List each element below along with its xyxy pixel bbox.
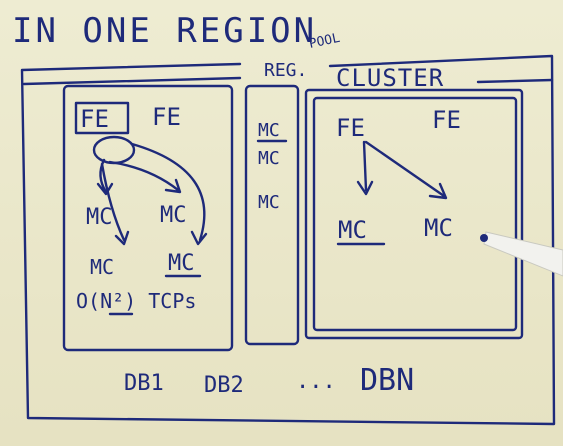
regional-pool-label-sup: POOL — [308, 31, 342, 52]
region-outline — [20, 54, 556, 426]
db-2: DB2 — [204, 373, 244, 398]
pool-mc-3: MC — [258, 192, 280, 213]
arrow-fe-to-mc1 — [96, 158, 114, 196]
arrow-fe-to-mc3 — [100, 162, 130, 246]
arrow-right-fe-to-mc2 — [364, 140, 448, 200]
region-outline-inner-line — [22, 76, 242, 86]
arrow-right-fe-to-mc1 — [356, 140, 374, 196]
regional-pool-box — [244, 84, 300, 346]
marker-pen — [480, 231, 563, 277]
pool-mc-1: MC — [258, 120, 280, 141]
db-ellipsis: ... — [296, 369, 336, 394]
left-cluster-box — [62, 84, 234, 352]
arrow-fe-to-mc2 — [108, 160, 182, 194]
right-fe-1: FE — [336, 114, 365, 142]
regional-pool-label: REG. — [264, 60, 307, 81]
left-mc-2: MC — [160, 203, 187, 228]
diagram-title: IN ONE REGION — [12, 11, 317, 51]
right-cluster-inner-box — [312, 96, 518, 332]
right-mc-2: MC — [424, 214, 453, 242]
db-1: DB1 — [124, 371, 164, 396]
left-mc-3: MC — [90, 255, 114, 279]
right-fe-2: FE — [432, 106, 461, 134]
left-mc-1: MC — [86, 205, 113, 230]
tcp-note: O(N²) TCPs — [76, 289, 196, 313]
arrow-fe-to-mc4 — [130, 142, 208, 246]
db-n: DBN — [360, 363, 414, 398]
left-fe-1: FE — [80, 105, 109, 133]
right-cluster-box — [304, 88, 524, 340]
right-mc-1: MC — [338, 216, 367, 244]
cluster-label-line — [476, 78, 554, 84]
left-fe-circle — [92, 135, 136, 165]
cluster-label: CLUSTER — [336, 64, 444, 92]
pool-mc-2: MC — [258, 148, 280, 169]
left-mc-4: MC — [168, 251, 195, 276]
left-fe-highlight-box — [74, 101, 130, 135]
left-fe-2: FE — [152, 103, 181, 131]
